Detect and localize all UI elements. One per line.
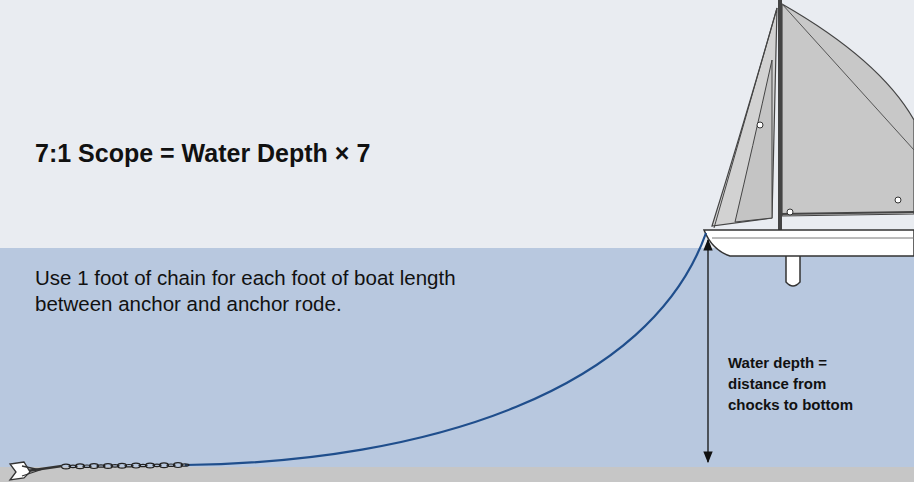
staysail xyxy=(735,60,772,222)
chain-link xyxy=(181,464,189,466)
water xyxy=(0,248,914,470)
hull xyxy=(704,230,914,256)
seabed xyxy=(0,467,914,482)
anchor-chain xyxy=(62,463,190,469)
mast xyxy=(778,0,782,232)
depth-arrow xyxy=(707,240,708,462)
scope-formula: 7:1 Scope = Water Depth × 7 xyxy=(35,138,495,168)
keel xyxy=(786,252,800,286)
depth-label: Water depth = distance from chocks to bo… xyxy=(728,352,868,415)
boom xyxy=(780,212,914,214)
forestay xyxy=(714,8,777,228)
mainsail xyxy=(782,4,914,216)
anchor xyxy=(10,462,62,480)
chain-note: Use 1 foot of chain for each foot of boa… xyxy=(35,265,475,317)
sky xyxy=(0,0,914,250)
